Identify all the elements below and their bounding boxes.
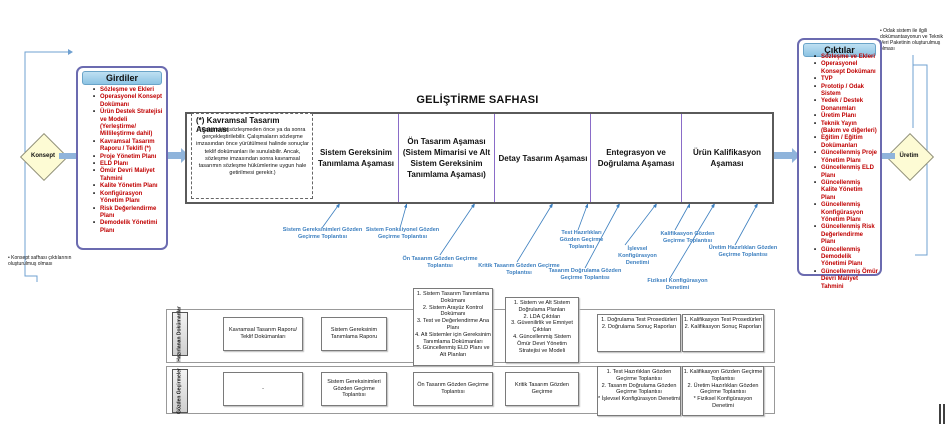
- arrow-outputs-to-production: [877, 153, 895, 159]
- inputs-list: Sözleşme ve EkleriOperasyonel Konsept Do…: [89, 87, 163, 235]
- box-line: 2. Tasarım Doğrulama Gözden Geçirme Topl…: [601, 382, 677, 396]
- arrow-inputs-to-phase: [165, 152, 183, 159]
- box-line: 2. Sistem Arayüz Kontrol Dokümanı: [422, 304, 484, 318]
- box-line: 1. Kalifikasyon Test Prosedürleri: [683, 317, 763, 323]
- review-physical-configuration-audit: Fiziksel Konfigürasyon Denetimi: [647, 278, 708, 291]
- input-item: Konfigürasyon Yönetim Planı: [93, 191, 163, 206]
- input-item: Proje Yönetim Planı: [93, 154, 163, 162]
- inputs-header: Girdiler: [82, 71, 162, 85]
- output-item: TVP: [814, 76, 878, 84]
- output-item: Güncellenmiş Demodelik Yönetimi Planı: [814, 247, 878, 269]
- doc-box-system-requirements: Sistem Gereksinim Tanımlama Raporu: [321, 317, 387, 351]
- review-box-system-requirements: Sistem Gereksinimleri Gözden Geçirme Top…: [321, 372, 387, 406]
- input-item: Demodelik Yönetimi Planı: [93, 220, 163, 235]
- box-line: 5. Güncellenmiş ELD Planı ve Alt Planlar…: [416, 345, 490, 359]
- reviews-row-frame: [166, 366, 775, 414]
- doc-box-concept: Kavramsal Tasarım Raporu/ Teklif Doküman…: [223, 317, 303, 351]
- review-system-functional: Sistem Fonksiyonel Gözden Geçirme Toplan…: [365, 227, 440, 240]
- conceptual-design-description: (Çalışmalar sözleşmeden önce ya da sonra…: [196, 127, 309, 177]
- output-item: Üretim Planı: [814, 113, 878, 121]
- review-critical-design: Kritik Tasarım Gözden Geçirme Toplantısı: [478, 263, 560, 276]
- stage-detail-design: Detay Tasarım Aşaması: [496, 114, 591, 202]
- box-line: 2. Kalifikasyon Sonuç Raporları: [684, 323, 762, 330]
- review-test-readiness: Test Hazırlıkları Gözden Geçirme Toplant…: [559, 230, 604, 250]
- box-line: 2. Üretim Hazırlıkları Gözden Geçirme To…: [687, 382, 759, 396]
- documents-row-label: Hazırlanan Dokümanlar: [172, 306, 188, 362]
- outputs-panel: Çıktılar Sözleşme ve EkleriOperasyonel K…: [797, 38, 882, 290]
- arrow-phase-to-outputs: [772, 152, 794, 159]
- review-box-preliminary-design: Ön Tasarım Gözden Geçirme Toplantısı: [413, 372, 493, 406]
- review-box-integration: 1. Test Hazırlıkları Gözden Geçirme Topl…: [597, 366, 681, 416]
- box-line: 2. Doğrulama Sonuç Raporları: [601, 323, 677, 330]
- box-line: * Fiziksel Konfigürasyon Denetimi: [693, 396, 753, 409]
- inputs-panel: Girdiler Sözleşme ve EkleriOperasyonel K…: [76, 66, 168, 250]
- outputs-list: Sözleşme ve EkleriOperasyonel Konsept Do…: [810, 54, 878, 291]
- box-line: 1. Sistem ve Alt Sistem Doğrulama Planla…: [513, 300, 571, 313]
- stage-system-requirements: Sistem Gereksinim Tanımlama Aşaması: [314, 114, 399, 202]
- right-precondition-note: • Odak sistem ile ilgili dokümantasyonun…: [880, 28, 944, 52]
- output-item: Yedek / Destek Donanımları: [814, 98, 878, 113]
- stage-preliminary-design: Ön Tasarım Aşaması (Sistem Mimarisi ve A…: [399, 114, 495, 202]
- conceptual-design-box: (*) Kavramsal Tasarım Aşaması (Çalışmala…: [191, 113, 313, 199]
- output-item: Teknik Yayın (Bakım ve diğerleri): [814, 121, 878, 136]
- output-item: Operasyonel Konsept Dokümanı: [814, 61, 878, 76]
- output-item: Güncellenmiş Proje Yönetim Planı: [814, 150, 878, 165]
- box-line: 1. Doğrulama Test Prosedürleri: [601, 317, 677, 323]
- box-line: * İşlevsel Konfigürasyon Denetimi: [598, 396, 680, 403]
- output-item: Güncellenmiş Kalite Yönetim Planı: [814, 180, 878, 202]
- reviews-row-label: Gözden Geçirmeler: [172, 368, 188, 414]
- arrow-concept-to-inputs: [59, 153, 77, 159]
- box-line: 4. Alt Sistemler için Gereksinim Tanımla…: [415, 331, 491, 345]
- input-item: Sözleşme ve Ekleri: [93, 87, 163, 95]
- input-item: Ömür Devri Maliyet Tahmini: [93, 168, 163, 183]
- output-item: Güncellenmiş Ömür Devri Maliyet Tahmini: [814, 269, 878, 291]
- input-item: ELD Planı: [93, 161, 163, 169]
- output-item: Sözleşme ve Ekleri: [814, 54, 878, 62]
- box-line: 3. Test ve Değerlendirme Ana Planı: [416, 318, 490, 331]
- review-production-readiness: Üretim Hazırlıkları Gözden Geçirme Topla…: [708, 245, 778, 258]
- output-item: Güncellenmiş Risk Değerlendirme Planı: [814, 224, 878, 246]
- review-qualification: Kalifikasyon Gözden Geçirme Toplantısı: [660, 231, 715, 244]
- box-line: 1. Kalifikasyon Gözden Geçirme Toplantıs…: [683, 369, 763, 382]
- phase-title: GELİŞTİRME SAFHASI: [416, 94, 539, 106]
- bullet-icon: •: [880, 28, 882, 34]
- review-box-detail-design: Kritik Tasarım Gözden Geçirme: [505, 372, 579, 406]
- input-item: Operasyonel Konsept Dokümanı: [93, 94, 163, 109]
- box-line: 4. Güncellenmiş Sistem Ömür Devri Yöneti…: [513, 333, 571, 354]
- input-item: Risk Değerlendirme Planı: [93, 206, 163, 221]
- output-item: Güncellenmiş ELD Planı: [814, 165, 878, 180]
- input-item: Ürün Destek Stratejisi ve Modeli (Yerleş…: [93, 109, 163, 139]
- review-preliminary-design: Ön Tasarım Gözden Geçirme Toplantısı: [402, 256, 478, 269]
- input-item: Kavramsal Tasarım Raporu / Teklifi (*): [93, 139, 163, 154]
- bullet-icon: •: [8, 255, 10, 261]
- review-box-concept: -: [223, 372, 303, 406]
- review-design-verification: Tasarım Doğrulama Gözden Geçirme Toplant…: [548, 268, 622, 281]
- stage-product-qualification: Ürün Kalifikasyon Aşaması: [692, 148, 761, 168]
- left-precondition-note: • Konsept safhası çıktılarının oluşturul…: [8, 255, 72, 267]
- box-line: 1. Test Hazırlıkları Gözden Geçirme Topl…: [606, 369, 672, 382]
- output-item: Prototip / Odak Sistem: [814, 84, 878, 99]
- review-system-requirements: Sistem Gereksinimleri Gözden Geçirme Top…: [282, 227, 363, 240]
- output-item: Eğitim / Eğitim Dokümanları: [814, 135, 878, 150]
- box-line: 3. Güvenilirlik ve Emniyet Çıktıları: [511, 320, 573, 334]
- box-line: 1. Sistem Tasarım Tanımlama Dokümanı: [416, 291, 490, 304]
- review-functional-configuration-audit: İşlevsel Konfigürasyon Denetimi: [618, 246, 657, 266]
- review-box-qualification: 1. Kalifikasyon Gözden Geçirme Toplantıs…: [682, 366, 764, 416]
- concept-decision-label: Konsept: [31, 153, 55, 159]
- input-item: Kalite Yönetim Planı: [93, 183, 163, 191]
- output-item: Güncellenmiş Konfigürasyon Yönetim Planı: [814, 202, 878, 224]
- conceptual-design-title: (*) Kavramsal Tasarım Aşaması: [196, 116, 280, 134]
- doc-box-detail-design: 1. Sistem ve Alt Sistem Doğrulama Planla…: [505, 297, 579, 363]
- arrow-head-icon: [792, 148, 800, 163]
- production-decision-label: Üretim: [899, 153, 919, 159]
- stage-integration-verification: Entegrasyon ve Doğrulama Aşaması: [591, 114, 682, 202]
- box-line: 2. LDA Çıktıları: [523, 313, 561, 320]
